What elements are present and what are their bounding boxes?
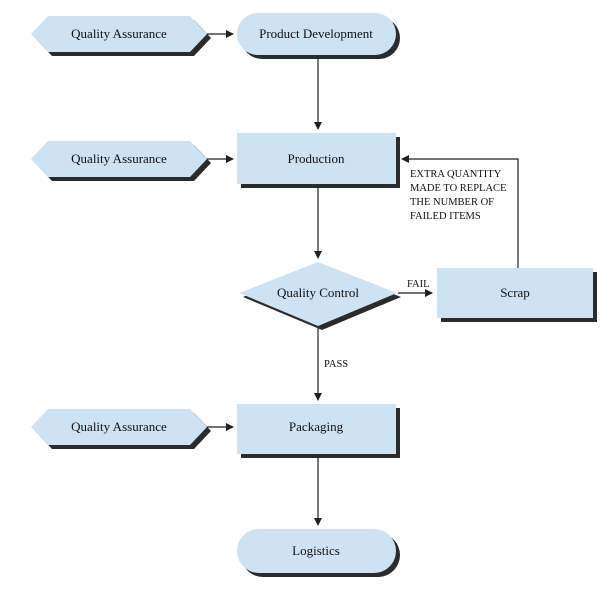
extra-quantity-line-1: EXTRA QUANTITY (410, 169, 502, 180)
packaging-node: Packaging (237, 404, 400, 458)
quality-assurance-label-3: Quality Assurance (71, 419, 167, 434)
quality-assurance-node-3: Quality Assurance (31, 409, 211, 449)
logistics-label: Logistics (292, 543, 340, 558)
scrap-label: Scrap (500, 285, 530, 300)
quality-assurance-label-2: Quality Assurance (71, 151, 167, 166)
quality-control-node: Quality Control (239, 262, 401, 330)
production-node: Production (237, 133, 400, 188)
extra-quantity-note: EXTRA QUANTITY MADE TO REPLACE THE NUMBE… (410, 169, 506, 222)
packaging-label: Packaging (289, 419, 344, 434)
extra-quantity-line-4: FAILED ITEMS (410, 211, 481, 222)
extra-quantity-line-3: THE NUMBER OF (410, 197, 494, 208)
arrow-scrap-to-production (401, 155, 519, 268)
quality-assurance-node-2: Quality Assurance (31, 141, 211, 181)
product-development-label: Product Development (259, 26, 373, 41)
fail-label: FAIL (407, 279, 430, 290)
pass-label: PASS (324, 359, 348, 370)
production-label: Production (287, 151, 345, 166)
quality-assurance-node-1: Quality Assurance (31, 16, 211, 56)
scrap-node: Scrap (437, 268, 597, 322)
extra-quantity-line-2: MADE TO REPLACE (410, 183, 506, 194)
quality-control-label: Quality Control (277, 285, 359, 300)
logistics-node: Logistics (237, 529, 400, 577)
quality-assurance-label-1: Quality Assurance (71, 26, 167, 41)
product-development-node: Product Development (237, 13, 400, 59)
